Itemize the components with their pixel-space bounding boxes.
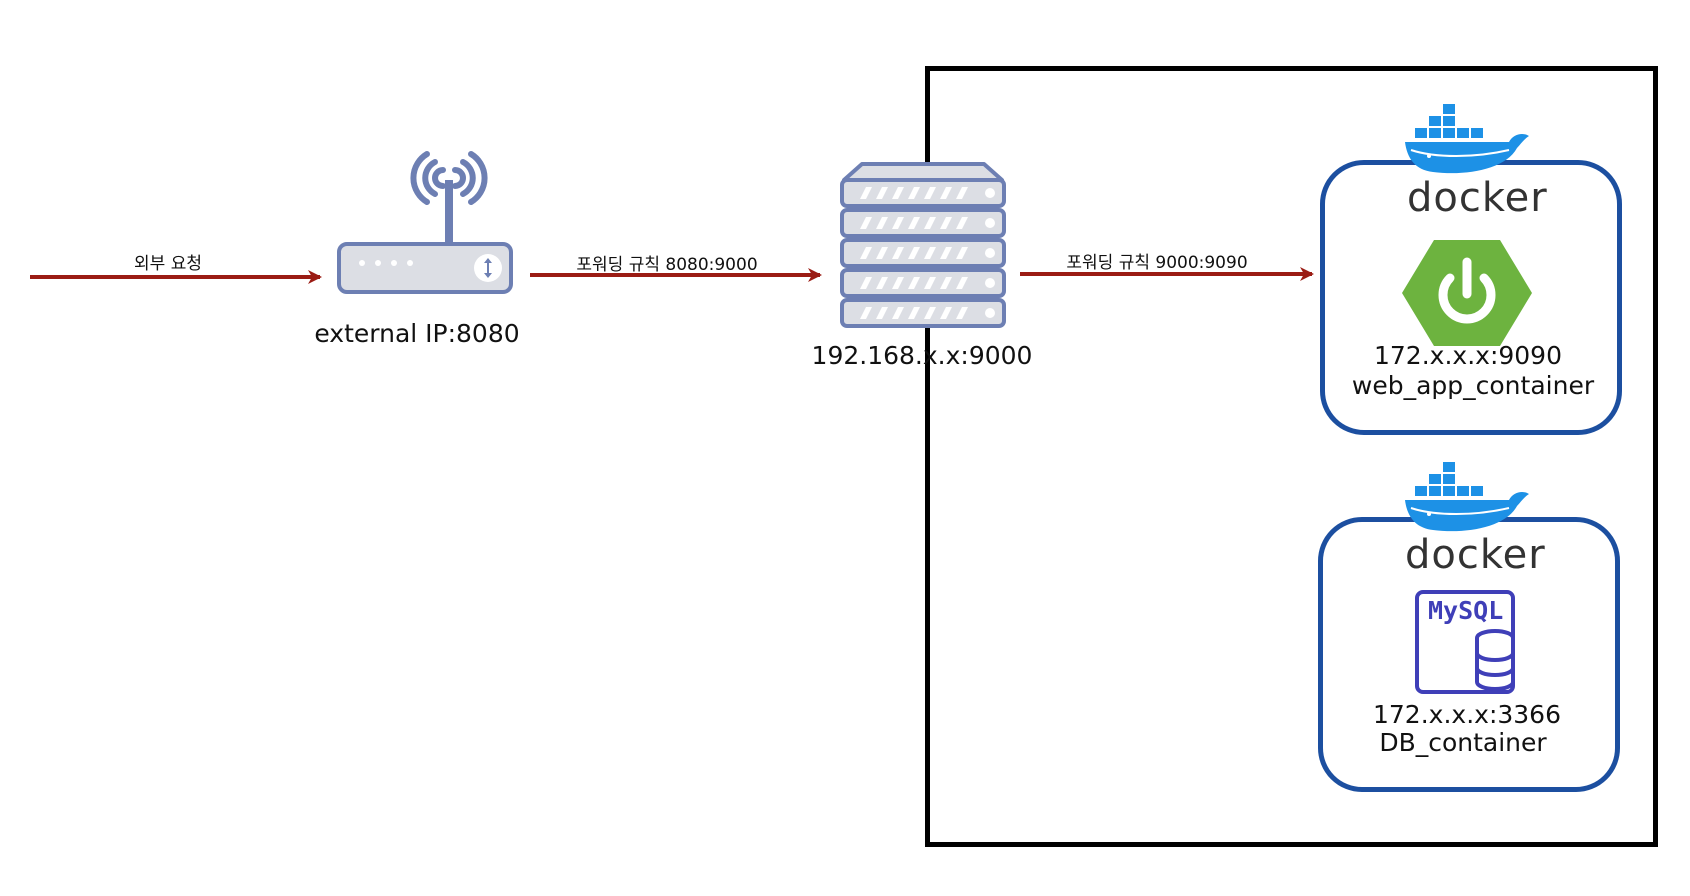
mysql-icon-text: MySQL (1428, 596, 1504, 625)
docker-logo-text: docker (1407, 175, 1548, 221)
web-app-address: 172.x.x.x:9090 (1374, 341, 1562, 370)
host-label: 192.168.x.x:9000 (811, 341, 1033, 370)
mysql-database-icon (1415, 590, 1515, 694)
arrow-label-router-to-host: 포워딩 규칙 8080:9000 (576, 255, 758, 275)
web-app-name: web_app_container (1351, 371, 1595, 400)
arrow-label-host-to-container: 포워딩 규칙 9000:9090 (1066, 253, 1248, 273)
spring-power-icon (1402, 240, 1532, 346)
db-name: DB_container (1379, 728, 1547, 757)
server-rack-icon (840, 162, 1006, 328)
docker-whale-icon (1405, 462, 1529, 532)
router-label: external IP:8080 (314, 319, 520, 348)
wifi-router-icon (337, 151, 513, 294)
db-address: 172.x.x.x:3366 (1373, 700, 1561, 729)
docker-logo-text: docker (1405, 532, 1546, 578)
host-boundary (925, 66, 1658, 847)
arrow-label-external: 외부 요청 (134, 254, 202, 274)
docker-whale-icon (1405, 104, 1529, 174)
